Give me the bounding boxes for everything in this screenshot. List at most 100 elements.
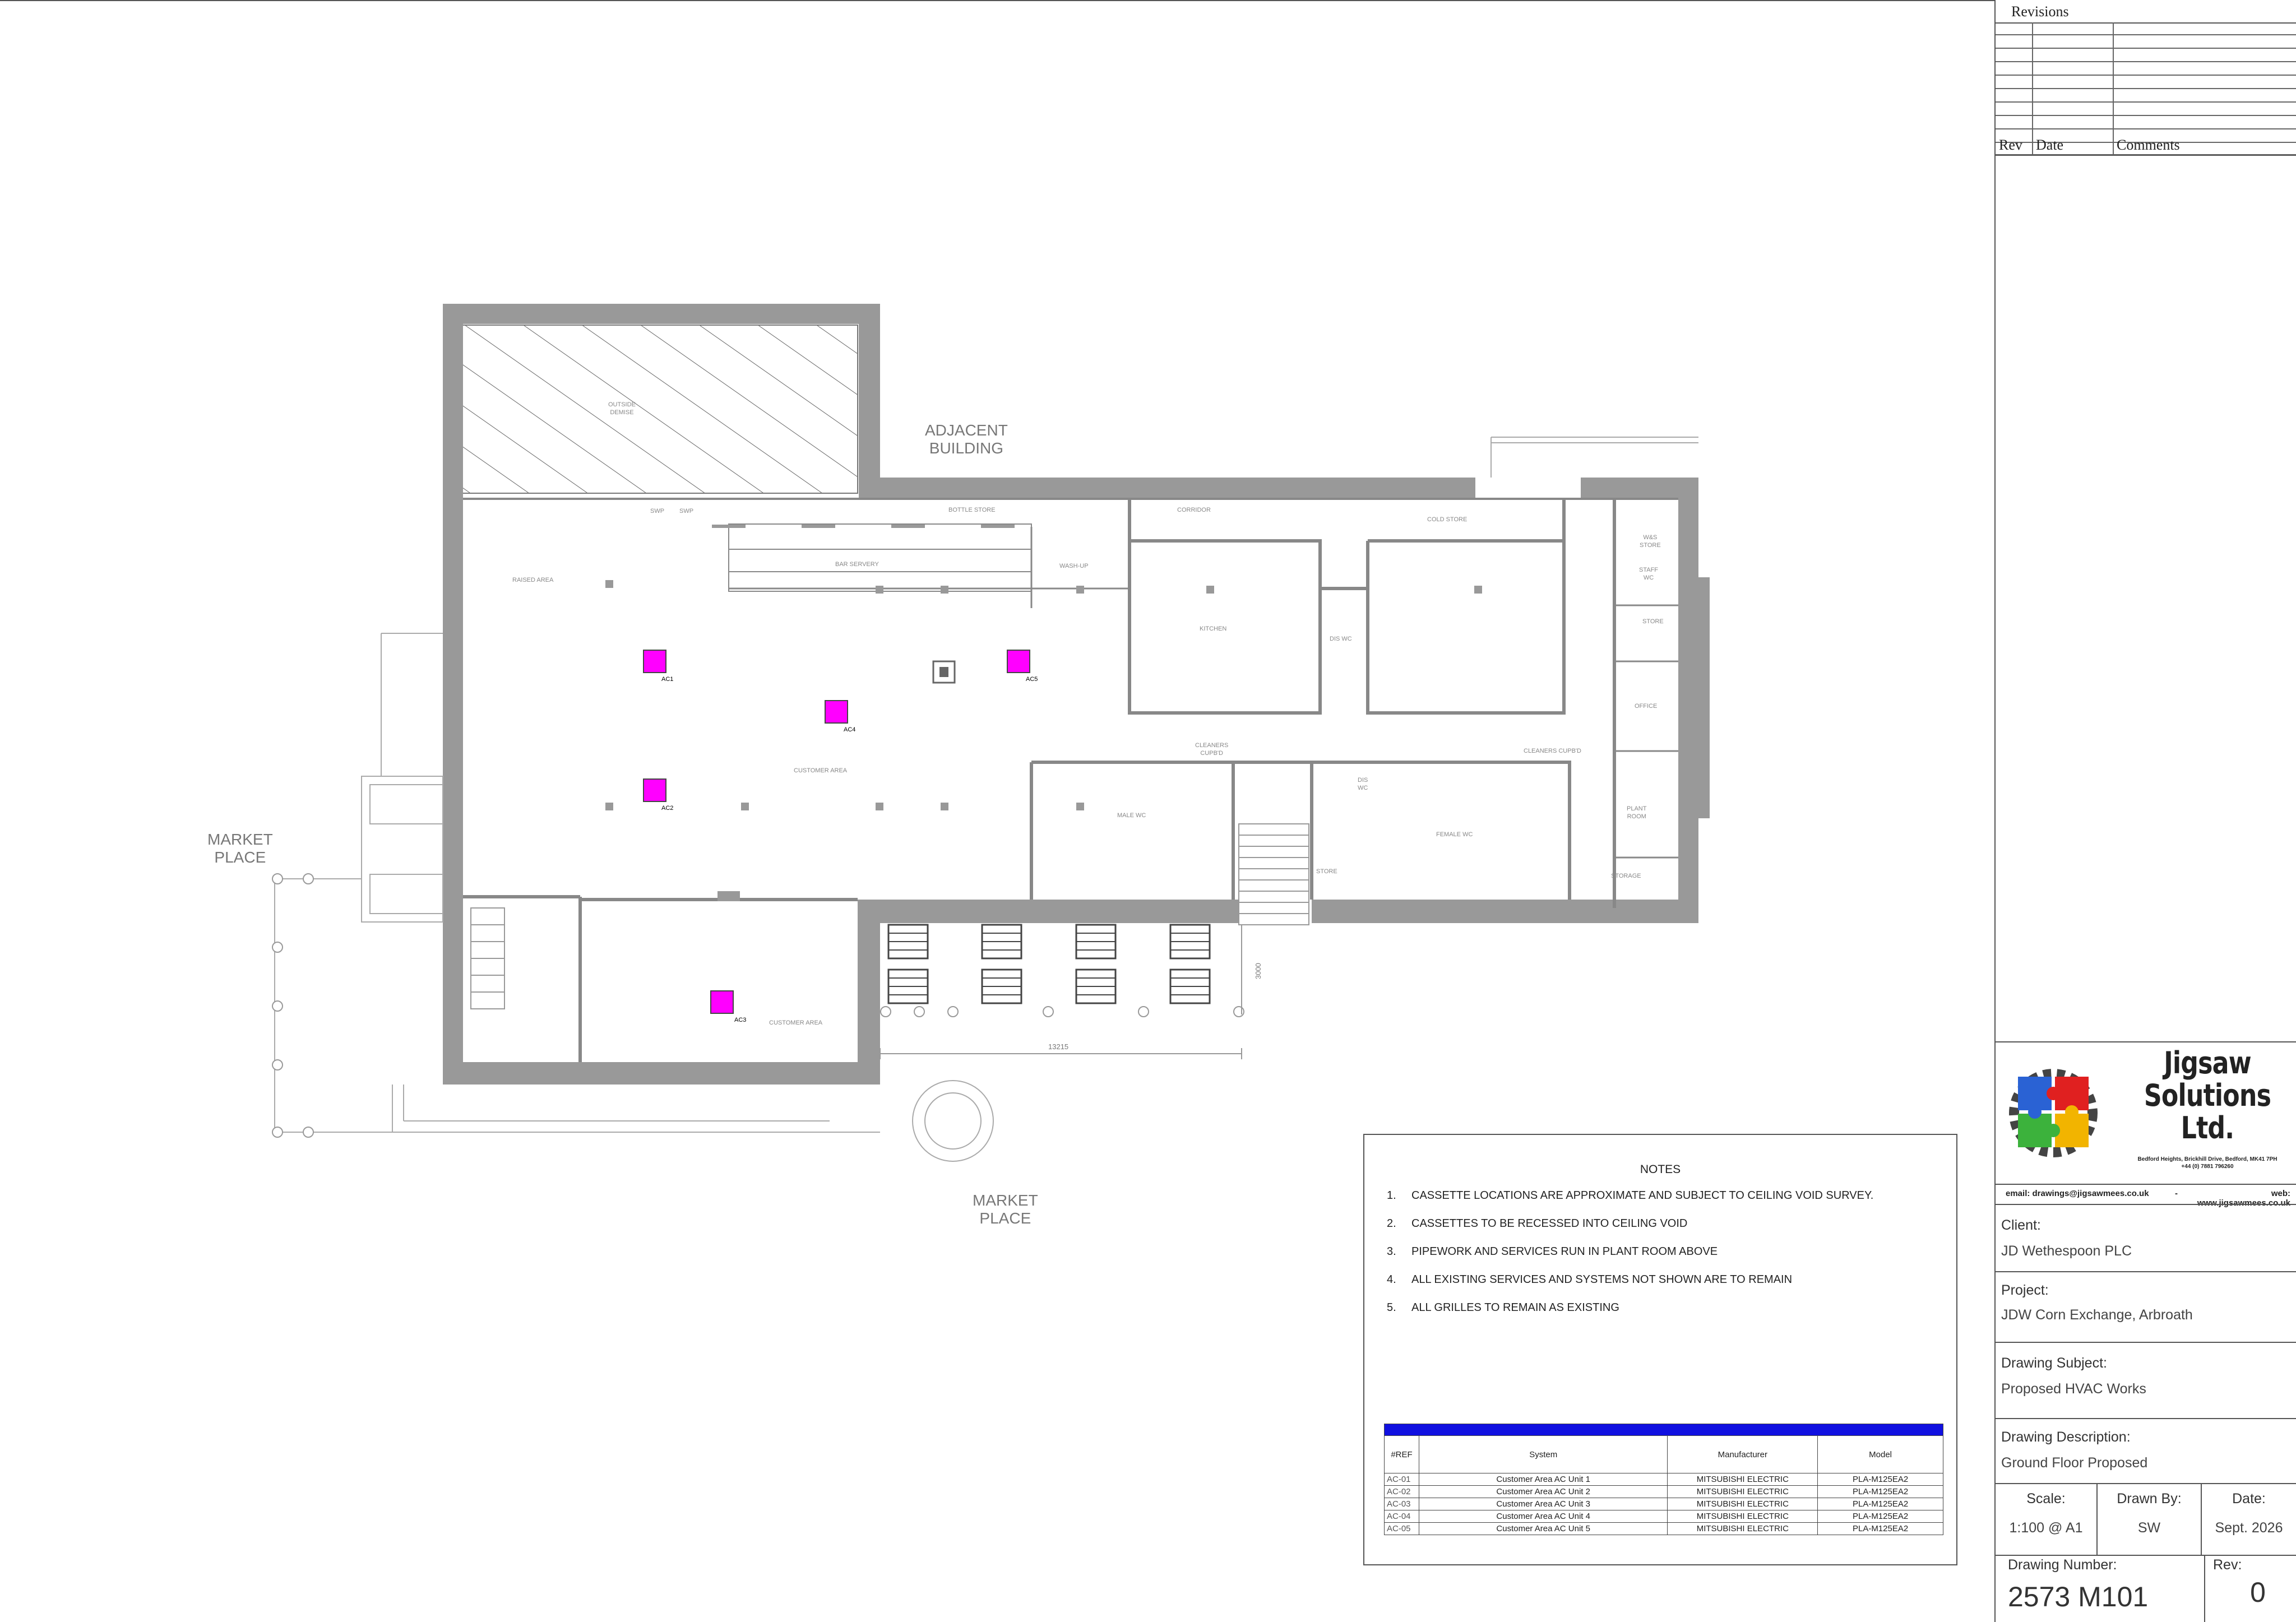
external-railings bbox=[274, 437, 1698, 1162]
subject-label: Drawing Subject: bbox=[2001, 1355, 2107, 1371]
rev-header-rev: Rev bbox=[1999, 137, 2022, 153]
columns bbox=[605, 580, 1482, 901]
note-item: 3.PIPEWORK AND SERVICES RUN IN PLANT ROO… bbox=[1387, 1245, 1718, 1258]
description-label: Drawing Description: bbox=[2001, 1429, 2131, 1445]
adjacent-building-label: ADJACENT BUILDING bbox=[925, 421, 1008, 457]
room-ws-store: W&S STORE bbox=[1640, 534, 1661, 549]
external-walls bbox=[443, 304, 1710, 1085]
revisions-title: Revisions bbox=[2011, 3, 2069, 20]
email-text[interactable]: email: drawings@jigsawmees.co.uk bbox=[2006, 1189, 2149, 1198]
room-kitchen: KITCHEN bbox=[1200, 625, 1227, 632]
benches bbox=[887, 924, 1211, 1004]
internal-walls bbox=[463, 498, 1678, 1062]
swp-label-2: SWP bbox=[679, 508, 694, 515]
ac5-tag: AC5 bbox=[1026, 676, 1038, 683]
room-customer-area-main: CUSTOMER AREA bbox=[794, 767, 848, 774]
room-office: OFFICE bbox=[1635, 703, 1658, 710]
rev-value: 0 bbox=[2250, 1577, 2266, 1608]
col-ref: #REF bbox=[1384, 1435, 1419, 1473]
room-outside-demise: OUTSIDE DEMISE bbox=[608, 401, 636, 416]
rev-header-comments: Comments bbox=[2117, 137, 2180, 153]
ac-cassettes bbox=[643, 650, 1030, 1014]
jigsaw-puzzle-logo bbox=[2009, 1069, 2098, 1157]
scale-label: Scale: bbox=[2026, 1491, 2066, 1507]
bottle-store-dashes bbox=[712, 525, 1015, 528]
room-dis-wc: DIS WC bbox=[1330, 636, 1352, 642]
room-male-wc: MALE WC bbox=[1117, 812, 1146, 819]
room-corridor: CORRIDOR bbox=[1177, 507, 1211, 513]
market-place-left-label: MARKET PLACE bbox=[207, 831, 273, 866]
revisions-grid bbox=[1996, 22, 2296, 156]
rev-header-date: Date bbox=[2036, 137, 2064, 153]
col-model: Model bbox=[1817, 1435, 1943, 1473]
swp-label-1: SWP bbox=[650, 508, 665, 515]
ac3-cassette bbox=[710, 990, 734, 1014]
scale-value: 1:100 @ A1 bbox=[2009, 1520, 2083, 1536]
notes-title: NOTES bbox=[1640, 1163, 1681, 1176]
ac4-cassette bbox=[825, 700, 848, 724]
drawing-number-label: Drawing Number: bbox=[2008, 1557, 2117, 1573]
room-storage: STORAGE bbox=[1611, 873, 1641, 879]
project-value: JDW Corn Exchange, Arbroath bbox=[2001, 1307, 2193, 1323]
room-cleaners-left: CLEANERS CUPB'D bbox=[1195, 742, 1229, 757]
ac1-tag: AC1 bbox=[661, 676, 674, 683]
title-block: Revisions Rev Date Comments Jigsaw Solut… bbox=[1994, 0, 2296, 1622]
ac2-cassette bbox=[643, 778, 666, 802]
room-cold-store: COLD STORE bbox=[1427, 516, 1468, 523]
room-female-wc: FEMALE WC bbox=[1436, 831, 1473, 838]
col-system: System bbox=[1418, 1435, 1668, 1473]
notes-panel: NOTES 1.CASSETTE LOCATIONS ARE APPROXIMA… bbox=[1363, 1134, 1957, 1565]
market-place-bottom-label: MARKET PLACE bbox=[973, 1192, 1038, 1227]
dimension-vertical: 3000 bbox=[1253, 963, 1262, 979]
room-dis-wc-2: DIS WC bbox=[1358, 777, 1368, 791]
client-value: JD Wethespoon PLC bbox=[2001, 1243, 2132, 1259]
table-column-headers: #REF System Manufacturer Model bbox=[1384, 1435, 1943, 1473]
room-wash-up: WASH-UP bbox=[1059, 563, 1089, 569]
ac1-cassette bbox=[643, 650, 666, 673]
bar-counter bbox=[728, 523, 1032, 592]
note-item: 4.ALL EXISTING SERVICES AND SYSTEMS NOT … bbox=[1387, 1273, 1793, 1286]
room-plant-room: PLANT ROOM bbox=[1627, 805, 1647, 820]
dimension-lines bbox=[879, 925, 1242, 1059]
date-value: Sept. 2026 bbox=[2215, 1520, 2283, 1536]
room-customer-area-lower: CUSTOMER AREA bbox=[769, 1019, 823, 1026]
note-item: 5.ALL GRILLES TO REMAIN AS EXISTING bbox=[1387, 1301, 1619, 1314]
web-text[interactable]: web: www.jigsawmees.co.uk bbox=[2197, 1189, 2290, 1208]
table-header-bar bbox=[1384, 1424, 1943, 1436]
drawing-number-value: 2573 M101 bbox=[2008, 1581, 2149, 1612]
note-item: 1.CASSETTE LOCATIONS ARE APPROXIMATE AND… bbox=[1387, 1189, 1874, 1202]
bollards bbox=[272, 873, 1244, 1138]
company-address: Bedford Heights, Brickhill Drive, Bedfor… bbox=[2137, 1156, 2278, 1170]
col-manufacturer: Manufacturer bbox=[1667, 1435, 1818, 1473]
room-cleaners-right: CLEANERS CUPB'D bbox=[1524, 748, 1581, 754]
sheet-top-border bbox=[0, 0, 1996, 1]
contact-separator: - bbox=[2175, 1189, 2178, 1198]
note-item: 2.CASSETTES TO BE RECESSED INTO CEILING … bbox=[1387, 1217, 1688, 1230]
room-staff-wc: STAFF WC bbox=[1639, 567, 1659, 581]
ac3-tag: AC3 bbox=[734, 1017, 747, 1023]
ac5-cassette bbox=[1007, 650, 1030, 673]
room-raised-area: RAISED AREA bbox=[512, 577, 554, 583]
bench-slats bbox=[888, 933, 1210, 995]
outside-demise-hatch bbox=[462, 325, 858, 494]
room-store-lower: STORE bbox=[1316, 868, 1337, 875]
dimension-horizontal: 13215 bbox=[1048, 1042, 1069, 1051]
company-name: Jigsaw Solutions Ltd. bbox=[2144, 1045, 2271, 1146]
ac4-tag: AC4 bbox=[844, 726, 856, 733]
subject-value: Proposed HVAC Works bbox=[2001, 1381, 2146, 1397]
room-bar-servery: BAR SERVERY bbox=[835, 561, 879, 568]
client-label: Client: bbox=[2001, 1217, 2041, 1233]
ac2-tag: AC2 bbox=[661, 805, 674, 812]
project-label: Project: bbox=[2001, 1282, 2049, 1298]
drawn-by-value: SW bbox=[2137, 1520, 2161, 1536]
description-value: Ground Floor Proposed bbox=[2001, 1455, 2148, 1471]
rev-label: Rev: bbox=[2213, 1557, 2242, 1573]
drawn-by-label: Drawn By: bbox=[2117, 1491, 2182, 1507]
room-bottle-store: BOTTLE STORE bbox=[948, 507, 996, 513]
